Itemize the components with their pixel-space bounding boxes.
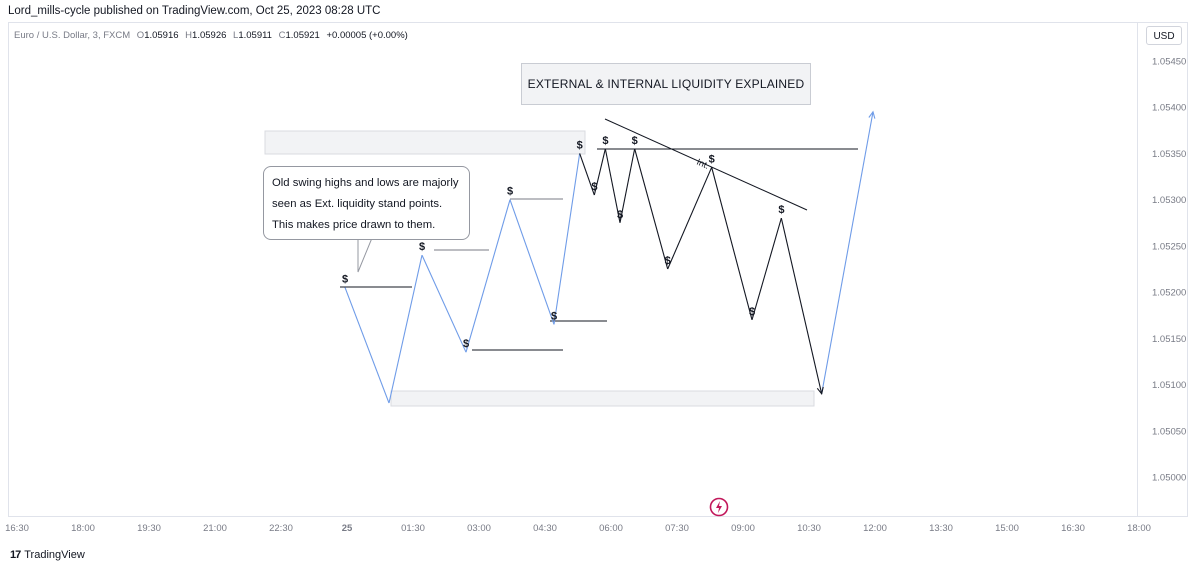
tradingview-logo[interactable]: 17 TradingView <box>10 549 85 561</box>
note-line: Old swing highs and lows are majorly <box>272 177 459 189</box>
x-tick-label: 10:30 <box>797 523 821 534</box>
publish-info: Lord_mills-cycle published on TradingVie… <box>8 5 381 17</box>
liquidity-dollar-marker: $ <box>632 135 638 147</box>
liquidity-dollar-marker: $ <box>778 204 784 216</box>
y-tick-label: 1.05300 <box>1152 195 1186 206</box>
x-tick-label: 16:30 <box>1061 523 1085 534</box>
black-price-path-segment[interactable] <box>711 167 753 320</box>
blue-price-path-segment[interactable] <box>388 255 423 404</box>
liquidity-dollar-marker: $ <box>342 273 348 285</box>
price-scale-divider <box>1137 22 1138 517</box>
black-price-path-segment[interactable] <box>780 218 823 394</box>
black-price-path-segment[interactable] <box>667 167 713 270</box>
y-tick-label: 1.05000 <box>1152 473 1186 484</box>
chart-frame[interactable] <box>8 22 1188 517</box>
title-text-box[interactable]: EXTERNAL & INTERNAL LIQUIDITY EXPLAINED <box>521 63 811 105</box>
internal-trendline[interactable] <box>604 118 808 211</box>
black-price-path-segment[interactable] <box>634 148 669 270</box>
arrowhead-up <box>868 110 876 119</box>
low-value: 1.05911 <box>238 30 272 41</box>
external-low-zone[interactable] <box>390 390 815 407</box>
x-tick-label: 12:00 <box>863 523 887 534</box>
external-high-zone[interactable] <box>264 130 586 155</box>
x-tick-label: 04:30 <box>533 523 557 534</box>
footer-brand: TradingView <box>24 549 85 561</box>
liquidity-dollar-marker: $ <box>551 310 557 322</box>
blue-target-path-segment[interactable] <box>821 111 874 394</box>
y-tick-label: 1.05400 <box>1152 103 1186 114</box>
blue-price-path-segment[interactable] <box>465 199 511 353</box>
liquidity-dollar-marker: $ <box>419 241 425 253</box>
y-tick-label: 1.05150 <box>1152 334 1186 345</box>
x-tick-label: 25 <box>342 523 353 534</box>
y-tick-label: 1.05450 <box>1152 57 1186 68</box>
liquidity-dollar-marker: $ <box>463 338 469 350</box>
liquidity-dollar-marker: $ <box>709 153 715 165</box>
note-line: seen as Ext. liquidity stand points. <box>272 198 443 210</box>
x-tick-label: 03:00 <box>467 523 491 534</box>
x-tick-label: 06:00 <box>599 523 623 534</box>
change-value: +0.00005 (+0.00%) <box>326 30 408 41</box>
low-label: L <box>233 30 239 41</box>
blue-price-path-segment[interactable] <box>421 254 467 353</box>
open-value: 1.05916 <box>144 30 179 41</box>
black-price-path-segment[interactable] <box>604 148 621 223</box>
black-price-path-segment[interactable] <box>619 148 636 223</box>
close-value: 1.05921 <box>285 30 320 41</box>
x-tick-label: 01:30 <box>401 523 425 534</box>
liquidity-dollar-marker: $ <box>591 181 597 193</box>
y-tick-label: 1.05050 <box>1152 426 1186 437</box>
lightning-icon[interactable] <box>709 497 729 517</box>
liquidity-dollar-marker: $ <box>665 255 671 267</box>
y-tick-label: 1.05250 <box>1152 241 1186 252</box>
black-price-path-segment[interactable] <box>751 218 782 320</box>
x-tick-label: 07:30 <box>665 523 689 534</box>
x-tick-label: 18:00 <box>71 523 95 534</box>
blue-price-path-segment[interactable] <box>509 199 555 325</box>
x-tick-label: 18:00 <box>1127 523 1151 534</box>
symbol-name[interactable]: Euro / U.S. Dollar, 3, FXCM <box>14 30 131 41</box>
liquidity-dollar-marker: $ <box>617 209 623 221</box>
x-tick-label: 16:30 <box>5 523 29 534</box>
int-label: Int. <box>695 157 711 171</box>
tv-logo-icon: 17 <box>10 549 21 561</box>
liquidity-dollar-marker: $ <box>577 139 583 151</box>
high-value: 1.05926 <box>192 30 227 41</box>
black-price-path-segment[interactable] <box>593 148 606 196</box>
x-tick-label: 15:00 <box>995 523 1019 534</box>
liquidity-dollar-marker: $ <box>507 186 513 198</box>
x-tick-label: 09:00 <box>731 523 755 534</box>
callout-tail <box>357 237 373 273</box>
y-tick-label: 1.05350 <box>1152 149 1186 160</box>
symbol-ohlc-bar: Euro / U.S. Dollar, 3, FXCM O1.05916 H1.… <box>14 30 408 41</box>
currency-button[interactable]: USD <box>1146 26 1182 45</box>
callout-note[interactable]: Old swing highs and lows are majorly see… <box>263 166 470 240</box>
y-tick-label: 1.05200 <box>1152 288 1186 299</box>
note-line: This makes price drawn to them. <box>272 219 436 231</box>
liquidity-dollar-marker: $ <box>602 135 608 147</box>
high-label: H <box>185 30 193 41</box>
blue-price-path-segment[interactable] <box>344 287 390 404</box>
x-tick-label: 21:00 <box>203 523 227 534</box>
x-tick-label: 22:30 <box>269 523 293 534</box>
x-tick-label: 19:30 <box>137 523 161 534</box>
liquidity-dollar-marker: $ <box>749 306 755 318</box>
arrowhead-down <box>816 386 824 396</box>
y-tick-label: 1.05100 <box>1152 380 1186 391</box>
close-label: C <box>278 30 286 41</box>
open-label: O <box>136 30 145 41</box>
black-price-path-segment[interactable] <box>579 153 595 196</box>
x-tick-label: 13:30 <box>929 523 953 534</box>
blue-price-path-segment[interactable] <box>553 153 581 325</box>
